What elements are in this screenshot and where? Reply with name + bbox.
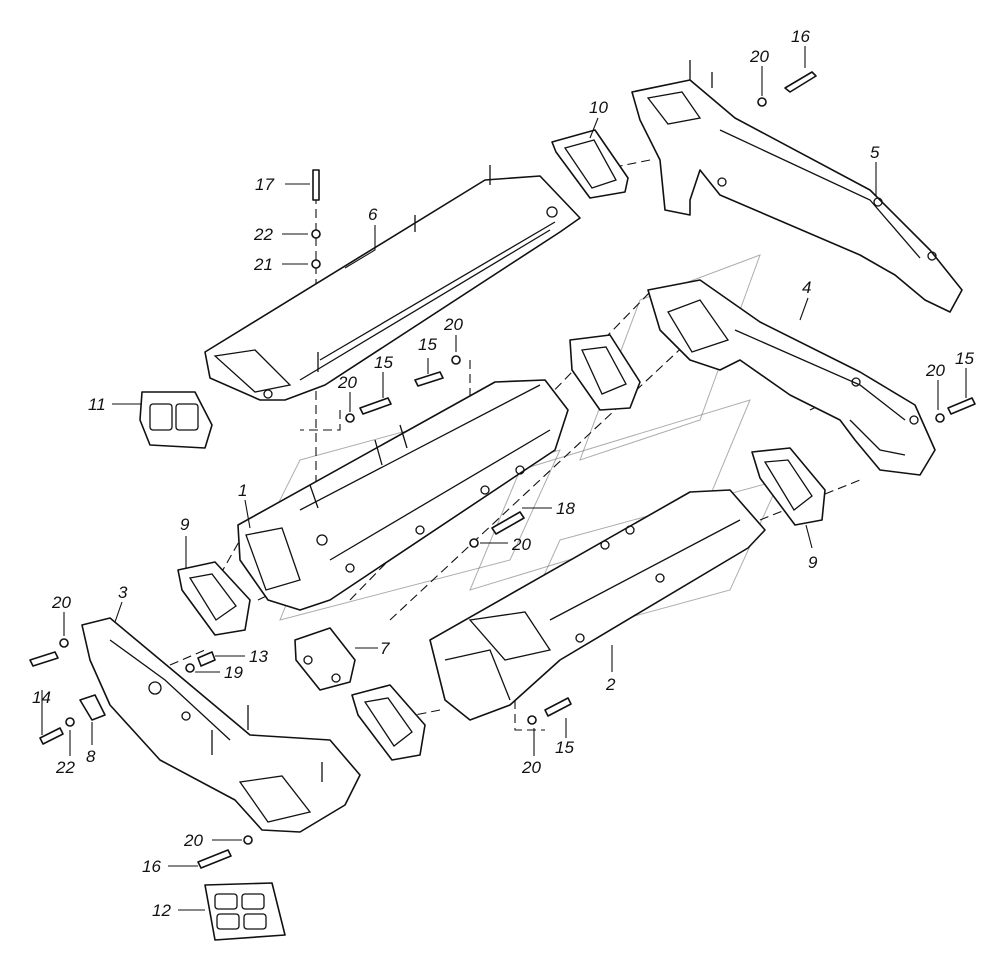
callout-15-mid: 15 (418, 335, 437, 354)
callout-9-left: 9 (180, 515, 190, 534)
callout-8: 8 (86, 747, 96, 766)
callout-15-center: 15 (374, 353, 393, 372)
part-3-manifold (81, 617, 361, 833)
callout-20-center: 20 (337, 373, 357, 392)
callout-20-left: 20 (51, 593, 71, 612)
gasket-upper-center (569, 334, 641, 411)
callout-19: 19 (224, 663, 243, 682)
part-7-flange (294, 627, 356, 691)
part-1-manifold (237, 379, 569, 611)
callout-5: 5 (870, 143, 880, 162)
callout-22-lower: 22 (55, 758, 75, 777)
callout-18: 18 (556, 499, 575, 518)
callout-labels: 16 20 10 5 17 6 22 21 4 20 15 15 20 15 2… (32, 27, 974, 920)
callout-15-lower: 15 (555, 738, 574, 757)
part-9-gasket-right (751, 447, 826, 526)
callout-20-lower-center: 20 (511, 535, 531, 554)
callout-20-right: 20 (925, 361, 945, 380)
callout-13: 13 (249, 647, 268, 666)
callout-17: 17 (255, 175, 274, 194)
callout-6: 6 (368, 205, 378, 224)
part-12-gasket (204, 882, 286, 941)
callout-1: 1 (238, 481, 247, 500)
part-8-clip (79, 694, 106, 721)
callout-7: 7 (380, 639, 390, 658)
leader-lines (41, 46, 967, 911)
callout-20-lower: 20 (521, 758, 541, 777)
callout-15-right: 15 (955, 349, 974, 368)
callout-12: 12 (152, 901, 171, 920)
callout-20-top: 20 (749, 47, 769, 66)
callout-16-bottom: 16 (142, 857, 161, 876)
part-10-gasket (551, 129, 629, 199)
part-11-gasket (139, 391, 213, 449)
callout-20-bottom: 20 (183, 831, 203, 850)
callout-21: 21 (253, 255, 273, 274)
gasket-lower-center (351, 684, 426, 761)
part-5-manifold (631, 60, 963, 313)
fasteners (29, 71, 976, 869)
callout-16-top: 16 (791, 27, 810, 46)
callout-10: 10 (589, 98, 608, 117)
callout-2: 2 (605, 675, 616, 694)
callout-3: 3 (118, 583, 128, 602)
part-2-manifold (429, 489, 766, 721)
callout-20-mid: 20 (443, 315, 463, 334)
part-4-manifold (647, 279, 936, 476)
callout-14: 14 (32, 688, 51, 707)
callout-22-upper: 22 (253, 225, 273, 244)
callout-9-right: 9 (808, 553, 818, 572)
part-6-manifold (204, 165, 581, 401)
callout-11: 11 (88, 395, 106, 414)
callout-4: 4 (802, 278, 811, 297)
part-9-gasket-left (177, 561, 251, 636)
